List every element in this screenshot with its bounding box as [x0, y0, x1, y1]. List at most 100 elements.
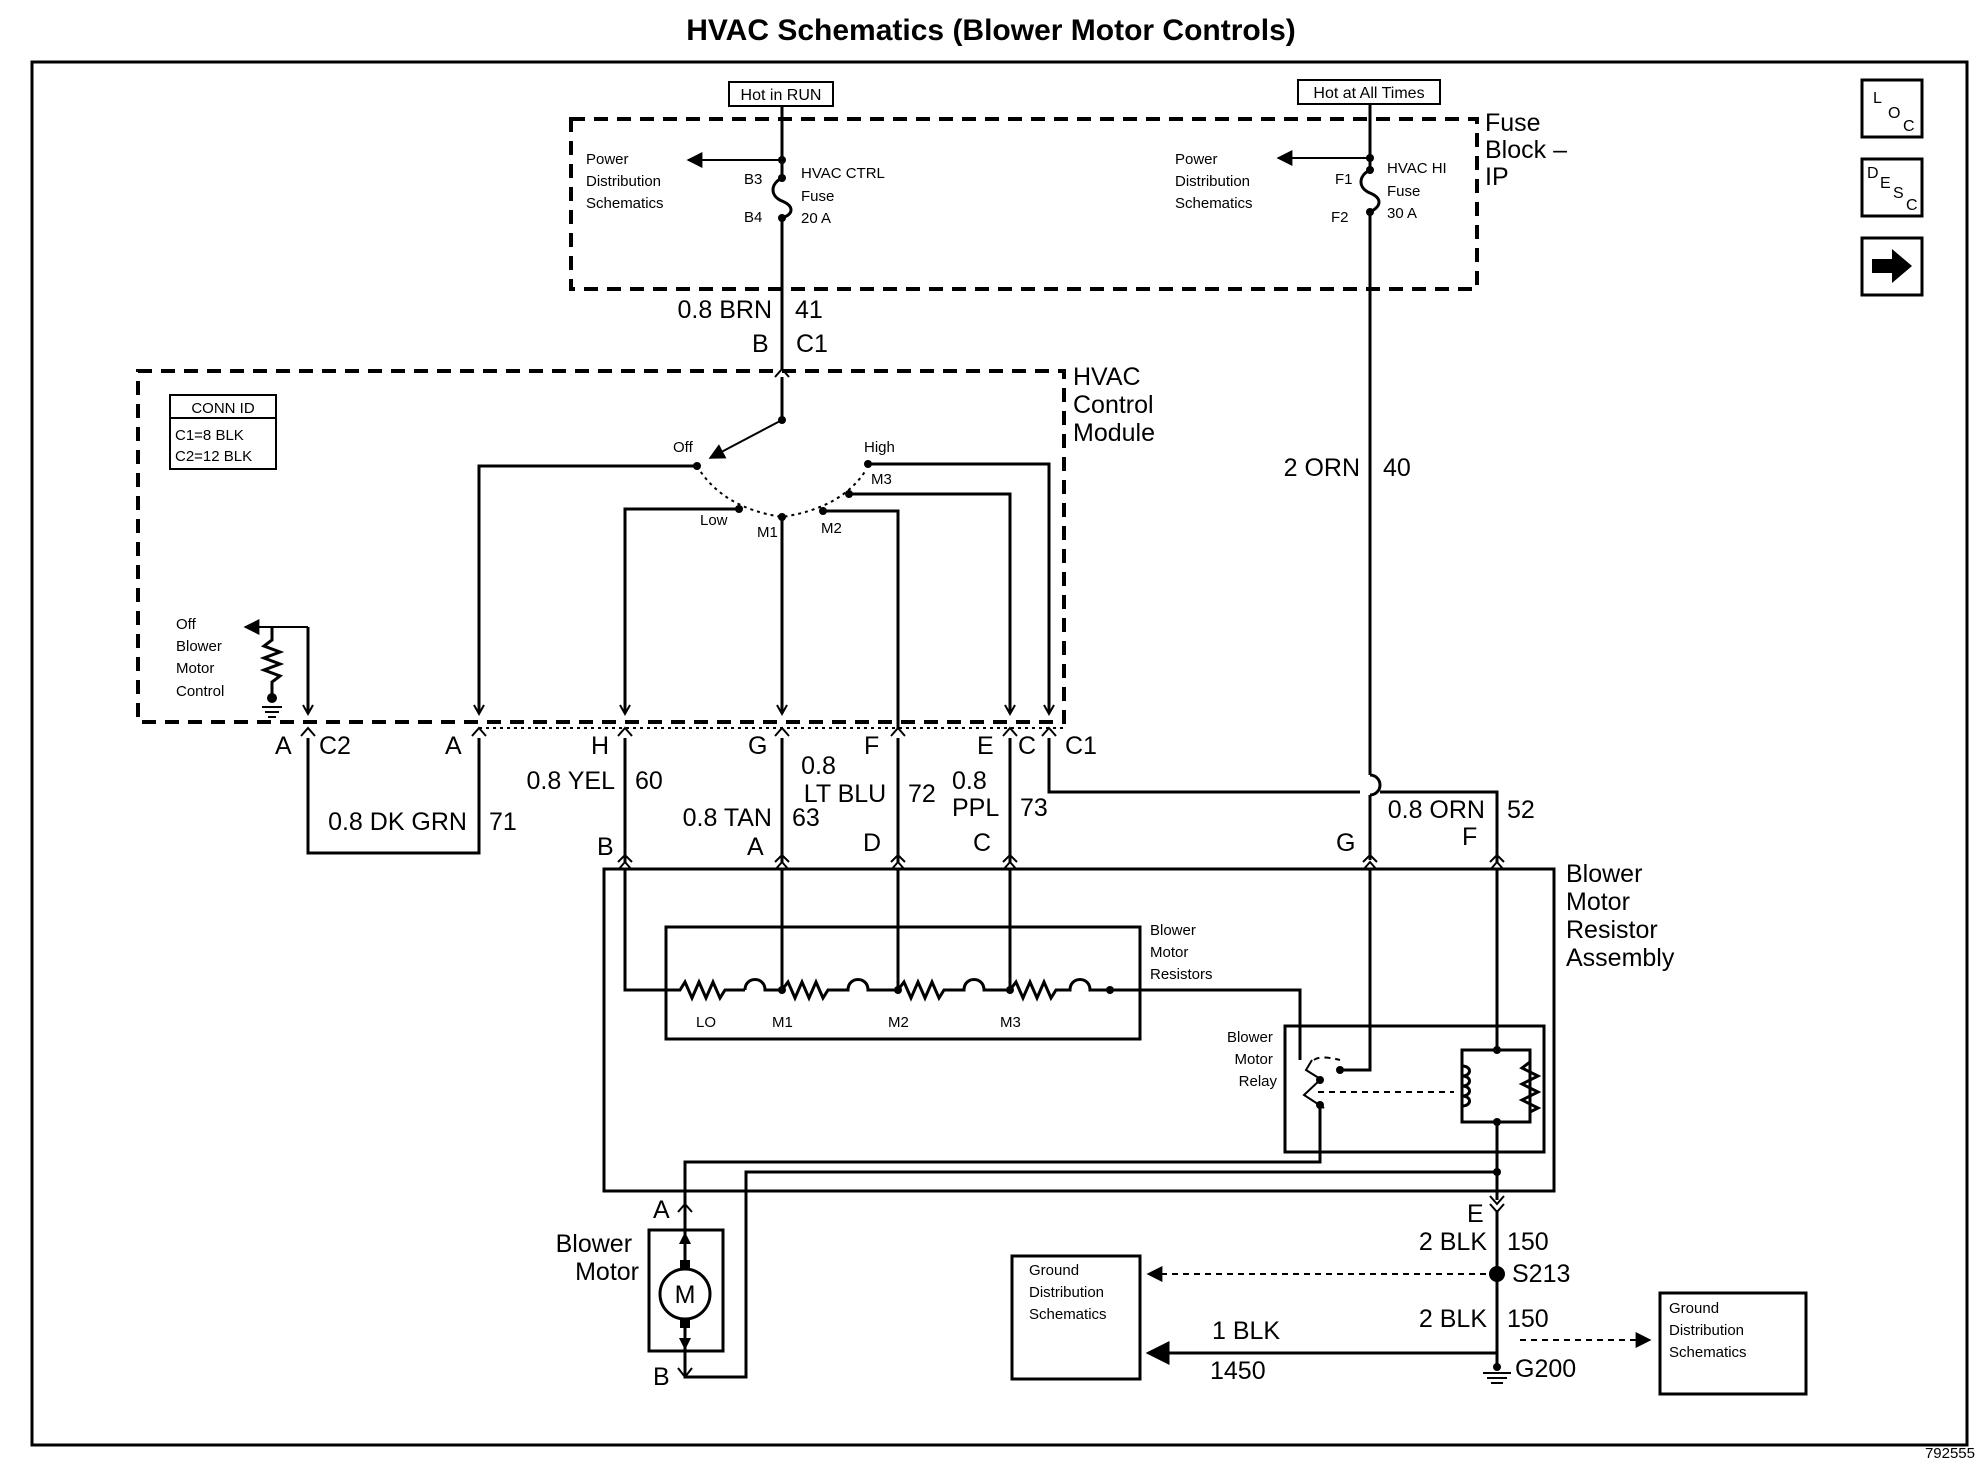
ground-ref-left-text: Ground Distribution Schematics	[1029, 1262, 1108, 1323]
splice-s213-label: S213	[1512, 1260, 1570, 1288]
svg-text:M1: M1	[772, 1014, 793, 1031]
wire-71	[306, 738, 481, 855]
ra-pin-f: F	[1462, 823, 1477, 851]
ra-pin-d: D	[863, 829, 881, 857]
svg-text:HVAC CTRL Fuse 20: HVAC CTRL Fuse 20 A	[801, 165, 889, 227]
module-pin-b: B	[752, 330, 769, 358]
resistors-label: Blower Motor Resistors	[1150, 922, 1213, 983]
blower-motor-pin-a: A	[653, 1196, 670, 1224]
wire-73-color: 0.8 PPL	[952, 767, 999, 822]
c1-pin-c: C	[1018, 732, 1036, 760]
page-title: HVAC Schematics (Blower Motor Controls)	[686, 14, 1296, 47]
wire-40-color: 2 ORN	[1284, 454, 1360, 482]
ra-connector-chevrons	[617, 853, 1505, 871]
desc-button[interactable]: D E S C	[1860, 157, 1924, 218]
ground-distribution-ref-left[interactable]	[1010, 1254, 1142, 1381]
resistor-chain: LO M1 M2 M3	[623, 870, 1302, 1060]
svg-text:C1=8 BLK: C1=8 BLK	[175, 427, 244, 444]
svg-text:B3: B3	[744, 171, 762, 188]
resistor-assembly-boundary	[602, 867, 1556, 1193]
ground-distribution-ref-right[interactable]	[1658, 1291, 1808, 1396]
wire-41-color: 0.8 BRN	[678, 296, 772, 324]
ra-pin-e: E	[1467, 1200, 1484, 1228]
wire-52-circuit: 52	[1507, 796, 1535, 824]
svg-text:C: C	[1906, 197, 1918, 214]
arrow-right-icon[interactable]	[1860, 236, 1924, 297]
ra-pin-a: A	[747, 833, 764, 861]
wire-63-color: 0.8 TAN	[683, 804, 772, 832]
blower-motor-relay-box	[1283, 1024, 1546, 1154]
wire-m3	[849, 492, 1012, 713]
wire-c-to-g	[1047, 738, 1499, 862]
blower-motor-name: Blower Motor	[556, 1230, 639, 1286]
wire-73-circuit: 73	[1020, 794, 1048, 822]
wire-63-circuit: 63	[792, 804, 820, 832]
c1-pin-f: F	[864, 732, 879, 760]
svg-text:E: E	[1880, 175, 1891, 192]
svg-text:C: C	[1903, 118, 1915, 135]
blower-motor-pin-b: B	[653, 1363, 670, 1391]
svg-text:M1: M1	[757, 524, 778, 541]
svg-text:L: L	[1873, 90, 1882, 107]
c2-pin-a1: A	[275, 732, 292, 760]
wire-150a-color: 2 BLK	[1419, 1228, 1487, 1256]
wire-high	[868, 462, 1051, 713]
svg-text:O: O	[1888, 105, 1900, 122]
hot-at-all-times-label: Hot at All Times	[1297, 79, 1441, 105]
fuse-block-name: Fuse Block – IP	[1485, 109, 1574, 191]
blower-motor-relay-label: Blower Motor Relay	[1227, 1029, 1278, 1090]
svg-text:B4: B4	[744, 209, 762, 226]
svg-text:LO: LO	[696, 1014, 716, 1031]
svg-text:S: S	[1893, 185, 1904, 202]
hvac-ctrl-fuse: B3 B4 HVAC CTRL Fuse 20 A	[686, 106, 889, 289]
wire-72-circuit: 72	[908, 780, 936, 808]
svg-text:Hot in RUN: Hot in RUN	[741, 87, 822, 104]
wire-40-crossover	[1369, 773, 1382, 797]
svg-text:F1: F1	[1335, 171, 1353, 188]
svg-text:Hot at All Times: Hot at All Times	[1313, 85, 1424, 102]
blower-motor-symbol: M	[658, 1230, 712, 1351]
module-connector-chevrons	[300, 726, 1057, 737]
conn-id-box: CONN ID C1=8 BLK C2=12 BLK	[169, 394, 277, 470]
wire-72-color: 0.8 LT BLU	[801, 752, 886, 808]
wire-m2	[823, 509, 900, 728]
power-distribution-ref-right[interactable]: Power Distribution Schematics	[1175, 151, 1254, 212]
wire-71-color: 0.8 DK GRN	[328, 808, 467, 836]
c2-pin-a2: A	[445, 732, 462, 760]
svg-text:HVAC HI Fuse 30 A: HVAC HI Fuse 30 A	[1387, 160, 1451, 222]
c1-pin-g: G	[748, 732, 767, 760]
wire-60-circuit: 60	[635, 767, 663, 795]
wire-150a-circuit: 150	[1507, 1228, 1549, 1256]
hvac-control-module-boundary	[136, 369, 1066, 724]
ra-pin-g: G	[1336, 829, 1355, 857]
ground-g200	[1483, 1363, 1511, 1384]
svg-text:M3: M3	[871, 471, 892, 488]
svg-text:C2=12 BLK: C2=12 BLK	[175, 448, 252, 465]
svg-text:M2: M2	[888, 1014, 909, 1031]
ground-ref-right-text: Ground Distribution Schematics	[1669, 1300, 1748, 1361]
resistors-box	[664, 925, 1142, 1041]
fuse-block-boundary	[569, 117, 1479, 291]
svg-text:F2: F2	[1331, 209, 1349, 226]
page-border	[30, 60, 1969, 1447]
wire-1450-color: 1 BLK	[1212, 1317, 1280, 1345]
wire-71-circuit: 71	[489, 808, 517, 836]
c1-pin-h: H	[591, 732, 609, 760]
svg-text:M: M	[675, 1281, 696, 1309]
resistor-assembly-name: Blower Motor Resistor Assembly	[1566, 860, 1675, 972]
wire-40-circuit: 40	[1383, 454, 1411, 482]
power-distribution-ref-left[interactable]: Power Distribution Schematics	[586, 151, 665, 212]
hvac-hi-fuse: F1 F2 HVAC HI Fuse 30 A	[1276, 104, 1451, 226]
svg-text:Low: Low	[700, 512, 728, 529]
svg-text:Off: Off	[673, 439, 694, 456]
svg-text:M2: M2	[821, 520, 842, 537]
hvac-control-module-name: HVAC Control Module	[1073, 363, 1161, 447]
svg-text:M3: M3	[1000, 1014, 1021, 1031]
wire-1450-circuit: 1450	[1210, 1357, 1266, 1385]
ra-pin-c: C	[973, 829, 991, 857]
loc-button[interactable]: L O C	[1860, 78, 1924, 139]
off-blower-motor-control: Off Blower Motor Control	[176, 616, 314, 718]
svg-text:CONN ID: CONN ID	[191, 400, 255, 417]
image-number: 792555	[1925, 1445, 1975, 1462]
